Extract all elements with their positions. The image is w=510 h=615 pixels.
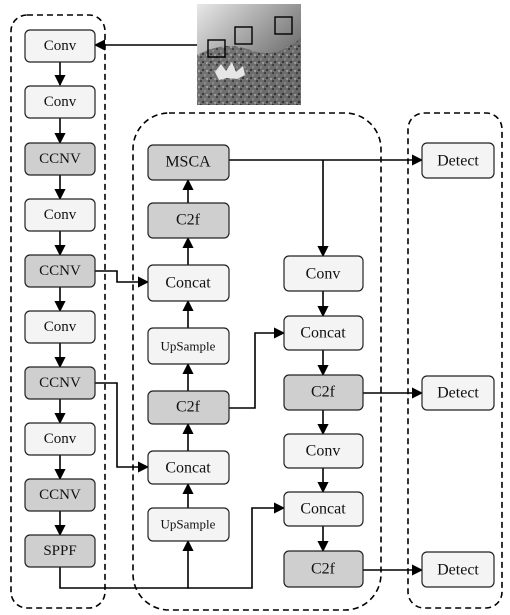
- node-label: C2f: [311, 561, 336, 578]
- node-label: Detect: [437, 562, 479, 579]
- backbone-nodes: Conv Conv CCNV Conv CCNV Conv CCNV Conv: [24, 29, 96, 568]
- node-label: CCNV: [39, 263, 81, 279]
- node-label: MSCA: [165, 154, 211, 171]
- backbone-sppf: SPPF: [24, 534, 96, 568]
- backbone-conv-5: Conv: [24, 422, 96, 456]
- backbone-ccnv-4: CCNV: [24, 478, 96, 512]
- neck-concat-bottom: Concat: [147, 450, 230, 485]
- node-label: UpSample: [161, 339, 216, 354]
- backbone-conv-2: Conv: [24, 85, 96, 119]
- node-label: C2f: [311, 384, 336, 401]
- node-label: CCNV: [39, 151, 81, 167]
- connectors: [54, 39, 424, 589]
- node-label: Conv: [306, 266, 341, 283]
- neck-right-c2f-bottom: C2f: [283, 550, 364, 588]
- node-label: Conv: [44, 207, 77, 223]
- neck-right-concat-top: Concat: [283, 315, 364, 351]
- backbone-ccnv-1: CCNV: [24, 142, 96, 176]
- detect-mid: Detect: [421, 375, 495, 411]
- node-label: Concat: [165, 275, 211, 292]
- node-label: UpSample: [161, 517, 216, 532]
- neck-container: [132, 112, 382, 611]
- head-nodes: Detect Detect Detect: [421, 142, 495, 588]
- neck-right-c2f-top: C2f: [283, 374, 364, 411]
- neck-right-nodes: Conv Concat C2f Conv Concat C2f: [283, 255, 364, 588]
- neck-upsample-top: UpSample: [147, 327, 230, 365]
- node-label: Conv: [44, 38, 77, 54]
- detection-box-icon: [234, 26, 253, 45]
- backbone-container: [10, 14, 106, 609]
- input-image: [197, 4, 301, 105]
- neck-upsample-bottom: UpSample: [147, 507, 230, 542]
- detect-bottom: Detect: [421, 551, 495, 588]
- backbone-ccnv-3: CCNV: [24, 366, 96, 400]
- neck-right-conv-bottom: Conv: [283, 433, 364, 469]
- node-label: C2f: [176, 212, 201, 229]
- neck-c2f-mid: C2f: [147, 390, 230, 425]
- neck-right-conv-top: Conv: [283, 255, 364, 292]
- neck-left-nodes: MSCA C2f Concat UpSample C2f Concat UpSa…: [147, 144, 230, 542]
- head-container: [407, 112, 503, 609]
- neck-msca: MSCA: [147, 144, 230, 181]
- node-label: C2f: [176, 399, 201, 416]
- node-label: CCNV: [39, 487, 81, 503]
- detect-top: Detect: [421, 142, 495, 179]
- node-label: Conv: [306, 443, 341, 460]
- detection-box-icon: [207, 39, 226, 58]
- node-label: Concat: [165, 460, 211, 477]
- node-label: Conv: [44, 319, 77, 335]
- backbone-conv-3: Conv: [24, 198, 96, 232]
- node-label: Conv: [44, 431, 77, 447]
- backbone-conv-1: Conv: [24, 29, 96, 63]
- detection-box-icon: [274, 16, 293, 35]
- node-label: Detect: [437, 153, 479, 170]
- neck-c2f-top: C2f: [147, 202, 230, 239]
- node-label: Conv: [44, 94, 77, 110]
- node-label: CCNV: [39, 375, 81, 391]
- node-label: Concat: [300, 325, 346, 342]
- neck-right-concat-bottom: Concat: [283, 491, 364, 527]
- backbone-conv-4: Conv: [24, 310, 96, 344]
- node-label: SPPF: [43, 543, 76, 559]
- node-label: Concat: [300, 501, 346, 518]
- backbone-ccnv-2: CCNV: [24, 254, 96, 288]
- node-label: Detect: [437, 385, 479, 402]
- neck-concat-top: Concat: [147, 264, 230, 302]
